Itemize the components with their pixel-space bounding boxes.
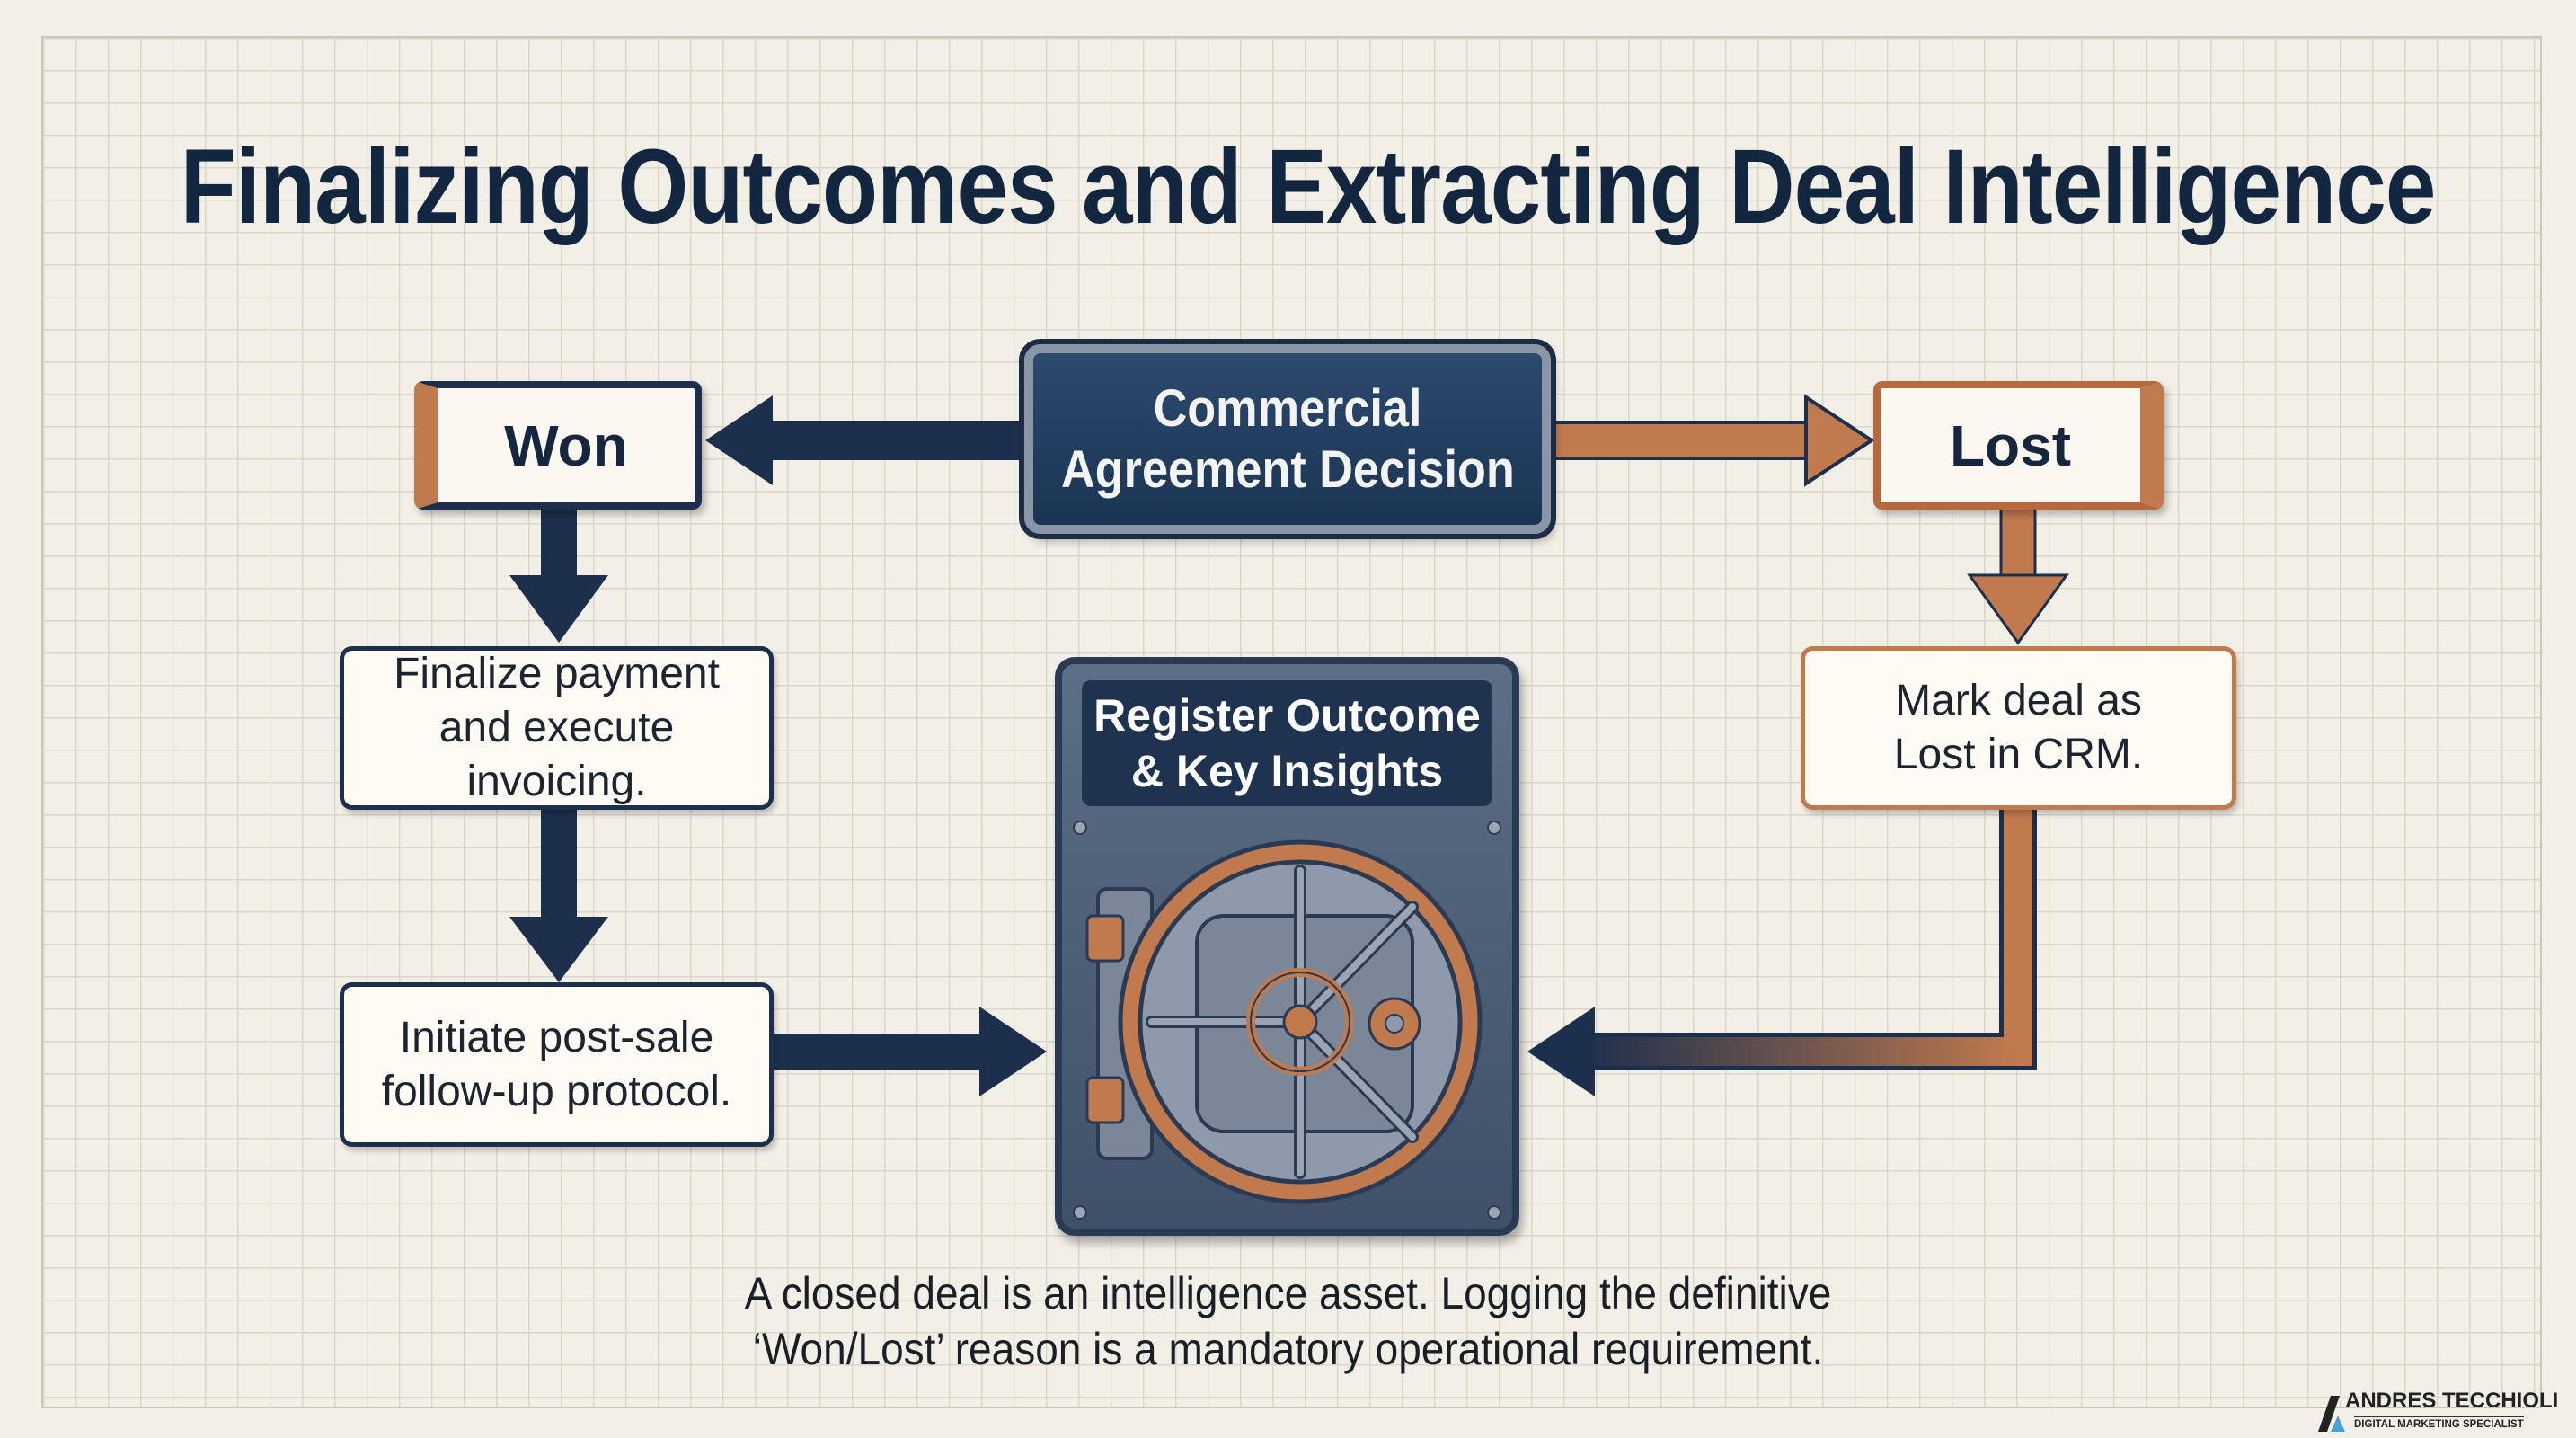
- mark-deal-lost-text: Mark deal as Lost in CRM.: [1893, 677, 2144, 778]
- won-outcome-box: Won: [414, 381, 702, 510]
- post-sale-text: Initiate post-sale follow-up protocol.: [381, 1013, 732, 1115]
- decision-line-1: Commercial: [1153, 378, 1422, 438]
- vault-header: Register Outcome & Key Insights: [1082, 680, 1492, 806]
- logo-mark-icon: [2318, 1396, 2345, 1432]
- author-logo: ANDRES TECCHIOLI DIGITAL MARKETING SPECI…: [2318, 1389, 2561, 1434]
- caption-line-1: A closed deal is an intelligence asset. …: [744, 1268, 1832, 1318]
- post-sale-follow-up-step: Initiate post-sale follow-up protocol.: [340, 982, 774, 1147]
- vault-line-2: & Key Insights: [1130, 746, 1444, 796]
- finalize-payment-step: Finalize payment and execute invoicing.: [340, 646, 774, 810]
- arrow-finalize-to-initiate: [509, 809, 608, 982]
- finalize-payment-text: Finalize payment and execute invoicing.: [394, 650, 720, 805]
- arrow-decision-to-won: [705, 395, 1024, 485]
- page-title: Finalizing Outcomes and Extracting Deal …: [180, 128, 2437, 246]
- lost-outcome-box: Lost: [1873, 381, 2164, 510]
- caption-line-2: ‘Won/Lost’ reason is a mandatory operati…: [752, 1324, 1824, 1374]
- arrow-mark-to-vault: [1527, 809, 2037, 1096]
- logo-name: ANDRES TECCHIOLI: [2345, 1389, 2559, 1413]
- arrow-decision-to-lost: [1551, 394, 1875, 487]
- mark-deal-lost-step: Mark deal as Lost in CRM.: [1801, 646, 2236, 810]
- caption: A closed deal is an intelligence asset. …: [103, 1265, 2474, 1377]
- vault-line-1: Register Outcome: [1093, 690, 1481, 741]
- arrow-won-to-finalize: [509, 508, 608, 643]
- decision-line-2: Agreement Decision: [1060, 439, 1515, 499]
- lost-label: Lost: [1949, 413, 2072, 478]
- commercial-agreement-decision-box: Commercial Agreement Decision: [1019, 339, 1556, 539]
- vault-door-icon: [1073, 821, 1501, 1220]
- arrow-lost-to-mark: [1967, 506, 2069, 645]
- register-outcome-vault: Register Outcome & Key Insights: [1055, 657, 1519, 1236]
- won-label: Won: [504, 413, 628, 478]
- logo-subtitle: DIGITAL MARKETING SPECIALIST: [2354, 1416, 2524, 1430]
- arrow-initiate-to-vault: [773, 1007, 1047, 1096]
